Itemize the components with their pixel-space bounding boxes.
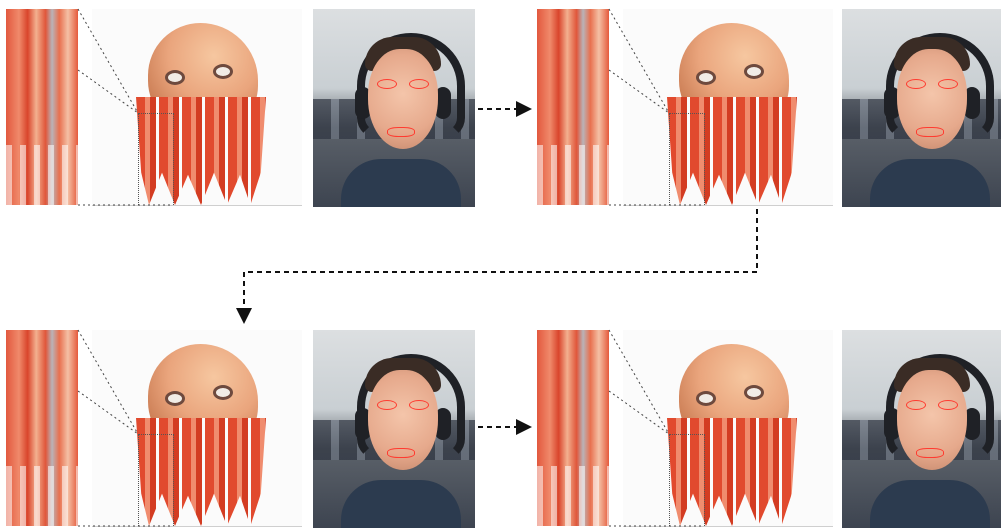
leader-lines — [78, 9, 703, 526]
flow-arrows — [244, 109, 757, 427]
arrow-down-wrap — [244, 209, 757, 322]
